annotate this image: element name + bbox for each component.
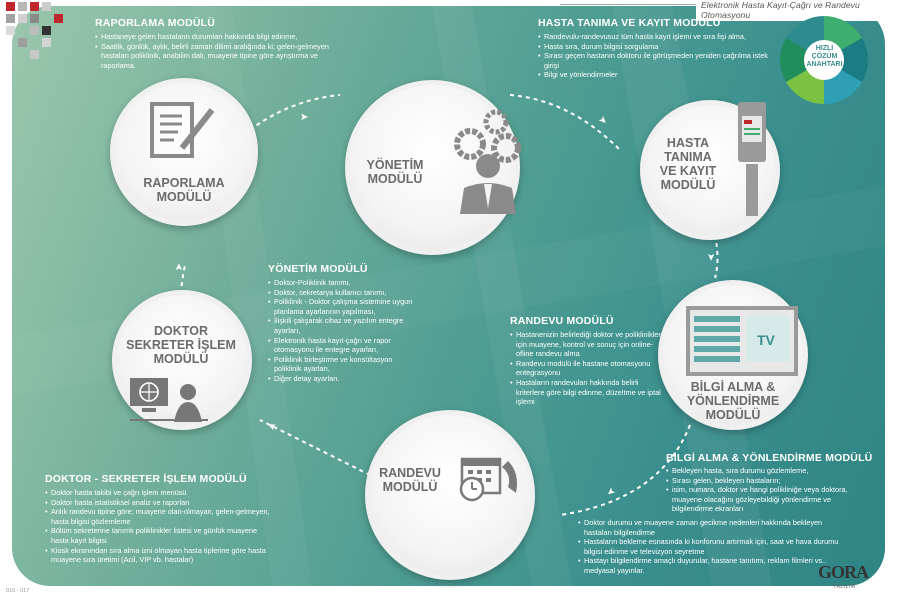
yonetim-title: YÖNETİM MODÜLÜ [268, 263, 368, 275]
list-item: Kiosk ekranından sıra alma izni olmayan … [45, 546, 270, 565]
bilgi-list-top: Bekleyen hasta, sıra durumu gözlemleme, … [666, 466, 871, 514]
list-item: Anlık randevu tipine göre; muayene olan-… [45, 507, 270, 526]
list-item: isim, numara, doktor ve hangi polikliniğ… [666, 485, 871, 514]
bilgi-title: BİLGİ ALMA & YÖNLENDİRME MODÜLÜ [666, 452, 873, 464]
arrow-up-icon: ➤ [174, 262, 186, 272]
raporlama-circle-label: RAPORLAMA MODÜLÜ [143, 176, 225, 204]
doktor-list: Doktor hasta takibi ve çağrı işlem menüs… [45, 488, 270, 565]
list-item: Doktor, sekretarya kullanıcı tanımı, [268, 288, 418, 298]
list-item: Hastanenizin belirlediği doktor ve polik… [510, 330, 665, 359]
list-item: Doktor durumu ve muayene zaman gecikme n… [578, 518, 840, 537]
list-item: Doktor hasta istatistiksel analiz ve rap… [45, 498, 270, 508]
hasta-tanima-circle-label: HASTA TANIMA VE KAYIT MODÜLÜ [659, 136, 717, 192]
corner-squares-decoration [6, 2, 76, 66]
yonetim-list: Doktor-Poliklinik tanımı, Doktor, sekret… [268, 278, 418, 384]
doktor-title: DOKTOR - SEKRETER İŞLEM MODÜLÜ [45, 473, 247, 485]
list-item: İlişkili çalışarak cihaz ve yazılım ente… [268, 316, 418, 335]
header-title: Elektronik Hasta Kayıt-Çağrı ve Randevu … [696, 0, 900, 21]
yonetim-circle-label: YÖNETİM MODÜLÜ [366, 158, 424, 186]
doctor-computer-icon [130, 378, 208, 422]
raporlama-list: Hastaneye gelen hastaların durumları hak… [95, 32, 335, 70]
list-item: Poliklinik - Doktor çalışma sistemine uy… [268, 297, 418, 316]
list-item: Bekleyen hasta, sıra durumu gözlemleme, [666, 466, 871, 476]
raporlama-circle [110, 78, 258, 226]
doktor-circle-label: DOKTOR SEKRETER İŞLEM MODÜLÜ [126, 324, 236, 366]
randevu-list: Hastanenizin belirlediği doktor ve polik… [510, 330, 665, 407]
bilgi-list-bottom: Doktor durumu ve muayene zaman gecikme n… [578, 518, 840, 576]
list-item: Hasta sıra, durum bilgisi sorgulama [538, 42, 778, 52]
hasta-tanima-list: Randevulu-randevusuz tüm hasta kayıt işl… [538, 32, 778, 80]
list-item: Sırası geçen hastanın doktoru ile görüşm… [538, 51, 778, 70]
raporlama-title: RAPORLAMA MODÜLÜ [95, 17, 216, 29]
randevu-circle [365, 410, 535, 580]
list-item: Elektronik hasta kayıt-çağrı ve rapor ot… [268, 336, 418, 355]
list-item: Hastayı bilgilendirme amaçlı duyurular, … [578, 556, 840, 575]
management-gears-icon [454, 109, 521, 214]
list-item: Sırası gelen, bekleyen hastaların; [666, 476, 871, 486]
list-item: Hastaneye gelen hastaların durumları hak… [95, 32, 335, 42]
page-number: 016 - 017 [6, 588, 30, 594]
quick-solution-pie [780, 16, 868, 104]
arrow-down-icon: ➤ [705, 252, 717, 262]
randevu-circle-label: RANDEVU MODÜLÜ [379, 466, 441, 494]
gora-logo-sub: YAZILIM [833, 584, 856, 590]
arrow-right-icon: ➤ [300, 112, 309, 123]
info-screen-icon [686, 306, 798, 376]
tv-screen-label: TV [757, 332, 775, 348]
list-item: Doktor hasta takibi ve çağrı işlem menüs… [45, 488, 270, 498]
list-item: Saatlik, günlük, aylık, belirli zaman di… [95, 42, 335, 71]
randevu-title: RANDEVU MODÜLÜ [510, 315, 614, 327]
list-item: Hastaların bekleme esnasında ki konforun… [578, 537, 840, 556]
list-item: Diğer detay ayarları. [268, 374, 418, 384]
report-icon [150, 102, 215, 158]
gora-logo: GORA [818, 562, 869, 582]
list-item: Bilgi ve yönlendirmeler [538, 70, 778, 80]
list-item: Randevulu-randevusuz tüm hasta kayıt işl… [538, 32, 778, 42]
list-item: Poliklinik birleştirme ve konsültasyon p… [268, 355, 418, 374]
kiosk-icon [738, 102, 766, 216]
list-item: Doktor-Poliklinik tanımı, [268, 278, 418, 288]
pie-center-label: HIZLI ÇÖZÜM ANAHTARI [806, 45, 843, 68]
list-item: Bölüm sekreterine tanımlı poliklinikler … [45, 526, 270, 545]
list-item: Hastaların randevuları hakkında belirli … [510, 378, 665, 407]
bilgi-circle-label: BİLGİ ALMA & YÖNLENDİRME MODÜLÜ [686, 380, 780, 422]
hasta-tanima-title: HASTA TANIMA VE KAYIT MODÜLÜ [538, 17, 721, 29]
appointment-calendar-icon [459, 457, 517, 502]
list-item: Randevu modülü ile hastane otomasyonu en… [510, 359, 665, 378]
